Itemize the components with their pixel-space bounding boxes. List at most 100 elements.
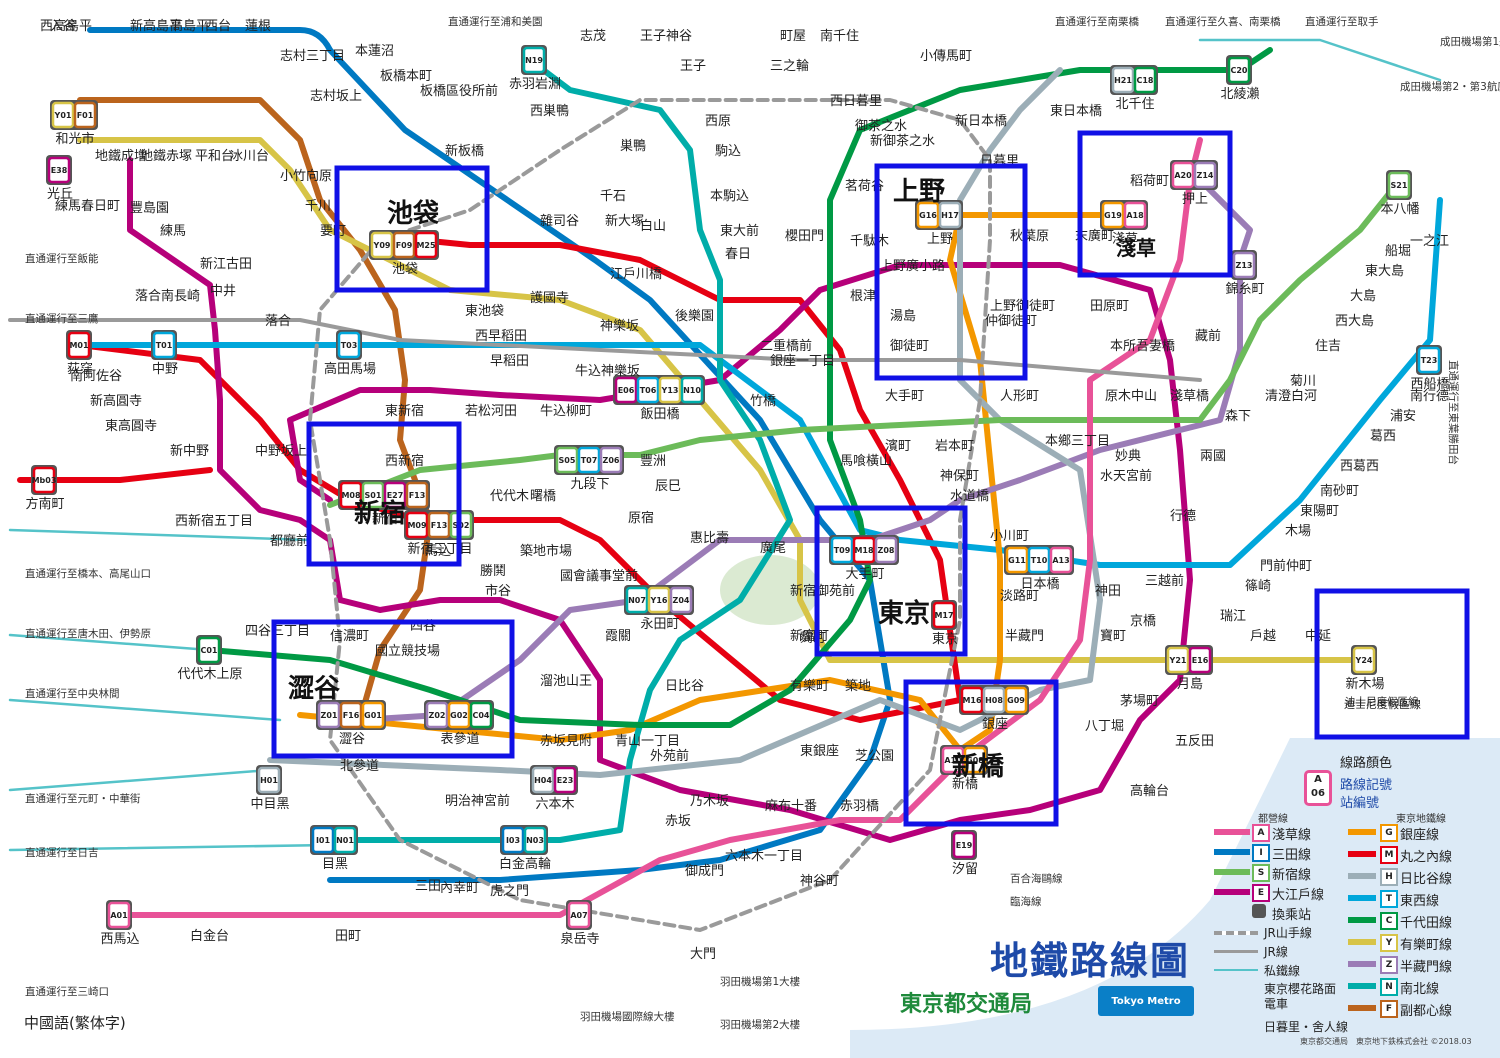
station-code-badge	[874, 536, 898, 564]
station-label: 小傳馬町	[920, 49, 972, 64]
station-label: 西新宿	[385, 453, 424, 469]
highlight-shibuya[interactable]	[271, 619, 515, 759]
station-code: T07	[581, 456, 598, 465]
station-label: 馬込	[425, 544, 451, 559]
station-code-badge	[501, 826, 525, 854]
station-label: 京橋	[1130, 614, 1156, 629]
legend-name-hibiya: 日比谷線	[1400, 872, 1453, 887]
station-label: 新日本橋	[955, 113, 1007, 129]
station-label: 妙典	[1115, 449, 1141, 464]
station-name: 澀谷	[339, 732, 365, 747]
station-code-badge	[1101, 201, 1125, 229]
through-service-note: 直通運行至南栗橋	[1055, 15, 1139, 28]
station-label: 半藏門	[1005, 629, 1044, 644]
highlight-tokyo[interactable]	[814, 505, 968, 657]
station-code: C01	[200, 646, 217, 655]
legend-private-swatch	[1214, 969, 1258, 971]
hub-label-ikebukuro: 池袋	[387, 199, 440, 229]
highlight-shinjuku[interactable]	[306, 421, 462, 567]
station-code: A10	[944, 756, 962, 765]
station-label: 本鄉三丁目	[1045, 433, 1110, 449]
station-name: 新宿三丁目	[407, 541, 472, 557]
station-code: F16	[343, 711, 360, 720]
station-code-badge	[337, 331, 361, 359]
station-label: 築地	[845, 679, 871, 694]
station-code: T23	[1421, 356, 1438, 365]
station-code-badge	[1387, 171, 1411, 199]
station-code-badge	[152, 331, 176, 359]
legend-jr-yamanote: JR山手線	[1264, 926, 1312, 940]
station-code: F13	[409, 491, 426, 500]
station-name: 高田馬場	[324, 361, 376, 377]
station-code: Z02	[429, 711, 446, 720]
highlight-asakusa[interactable]	[1077, 130, 1233, 278]
station-label: 兩國	[1200, 449, 1226, 464]
station-name: 新橋	[952, 776, 978, 792]
highlight-disney[interactable]	[1314, 588, 1470, 740]
legend-jr-yamanote-swatch	[1214, 931, 1258, 935]
station-label: 冰川台	[230, 149, 269, 164]
tokyo-metro-logo: Tokyo Metro	[1098, 986, 1194, 1016]
station-label: 春日	[725, 247, 751, 262]
station-label: 住吉	[1315, 339, 1341, 354]
station-code: G02	[450, 711, 468, 720]
legend-swatch-yurakucho	[1348, 939, 1376, 945]
station-label: 湯島	[890, 309, 916, 324]
station-code-badge	[614, 376, 638, 404]
station-label: 上野廣小路	[880, 258, 945, 274]
station-code-badge	[383, 481, 407, 509]
highlight-ikebukuro[interactable]	[334, 165, 490, 293]
highlight-ueno[interactable]	[874, 163, 1028, 381]
station-code: H04	[534, 776, 552, 785]
station-label: 惠比壽	[690, 531, 729, 546]
station-code-badge	[197, 636, 221, 664]
hub-label-shinjuku: 新宿	[354, 498, 406, 529]
through-service-note: 成田機場第2・第3航廈	[1400, 80, 1500, 93]
legend-nippori-toneri: 日暮里・舍人線	[1264, 1020, 1349, 1034]
station-name: 日本橋	[1020, 577, 1059, 592]
station-label: 八丁堀	[1085, 719, 1124, 734]
station-name: 六本木	[535, 797, 574, 812]
station-label: 赤坂見附	[540, 734, 592, 749]
station-name: 北綾瀨	[1220, 86, 1259, 102]
highlight-shimbashi[interactable]	[903, 679, 1059, 827]
station-label: 中井	[210, 284, 236, 299]
